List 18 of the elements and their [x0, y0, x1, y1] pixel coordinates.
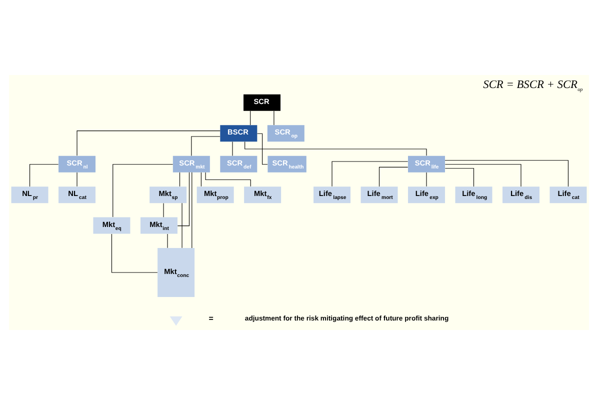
connector — [257, 133, 268, 165]
connector — [444, 168, 474, 187]
connector — [112, 164, 174, 218]
connector — [205, 172, 251, 187]
connector — [332, 161, 408, 187]
connector — [76, 130, 220, 156]
connector — [191, 136, 220, 156]
connector — [244, 141, 427, 156]
connector — [29, 164, 59, 187]
connector — [444, 164, 522, 187]
connector — [177, 172, 190, 226]
connector — [200, 172, 202, 187]
connector — [378, 166, 408, 187]
diagram-title: SCR = BSCR + SCR$_{op}$ — [483, 79, 583, 94]
connector — [444, 160, 569, 187]
connector — [111, 234, 158, 273]
connector — [250, 110, 251, 126]
connector — [179, 172, 180, 187]
